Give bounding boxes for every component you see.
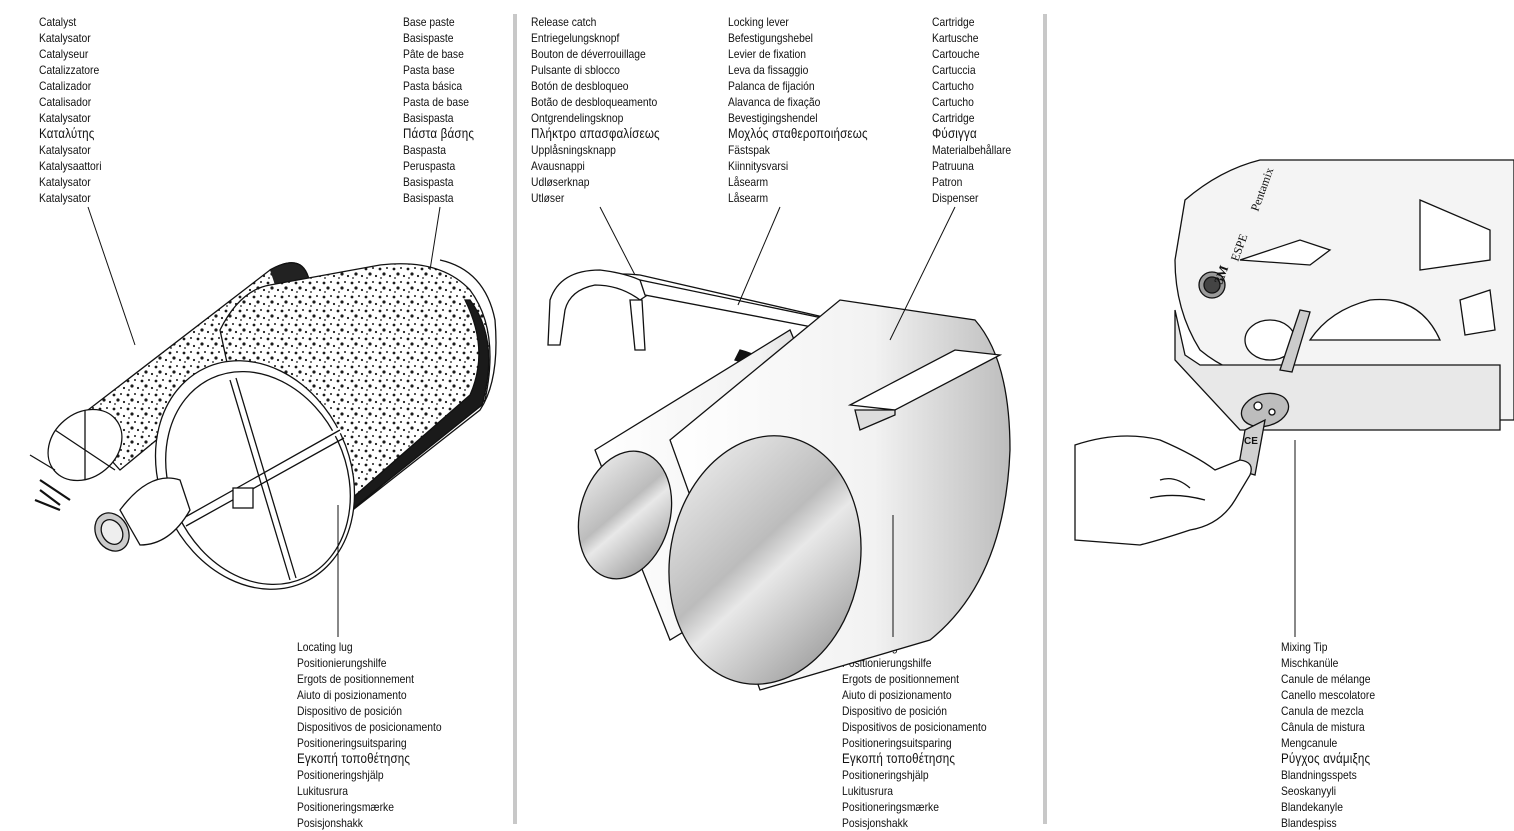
ce-mark: CE <box>1244 436 1258 447</box>
pentamix-device <box>1175 160 1514 430</box>
hand <box>1075 436 1251 545</box>
cartridge-drawing <box>548 270 1010 700</box>
